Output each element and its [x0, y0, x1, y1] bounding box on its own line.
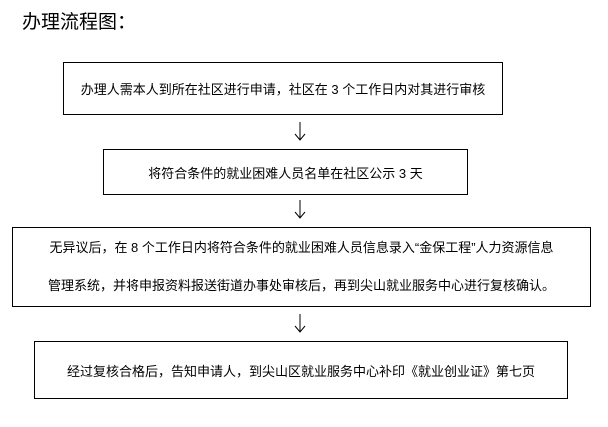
step-3-box: 无异议后，在 8 个工作日内将符合条件的就业困难人员信息录入“金保工程”人力资源…: [12, 227, 591, 307]
step-4-box: 经过复核合格后，告知申请人，到尖山区就业服务中心补印《就业创业证》第七页: [34, 341, 568, 399]
step-1-text: 办理人需本人到所在社区进行申请，社区在 3 个工作日内对其进行审核: [80, 82, 486, 97]
page-title: 办理流程图：: [22, 12, 137, 33]
step-2-text: 将符合条件的就业困难人员名单在社区公示 3 天: [148, 165, 423, 181]
step-4-text: 经过复核合格后，告知申请人，到尖山区就业服务中心补印《就业创业证》第七页: [66, 363, 535, 379]
arrow-down-icon: [294, 122, 306, 141]
step-1-box: 办理人需本人到所在社区进行申请，社区在 3 个工作日内对其进行审核: [63, 62, 503, 115]
step-3-line-1: 无异议后，在 8 个工作日内将符合条件的就业困难人员信息录入“金保工程”人力资源…: [49, 240, 554, 255]
arrow-down-icon: [294, 314, 306, 333]
arrow-down-icon: [294, 200, 306, 219]
step-3-line-2: 管理系统，并将申报资料报送街道办事处审核后，再到尖山就业服务中心进行复核确认。: [47, 278, 555, 293]
step-2-box: 将符合条件的就业困难人员名单在社区公示 3 天: [103, 149, 468, 195]
